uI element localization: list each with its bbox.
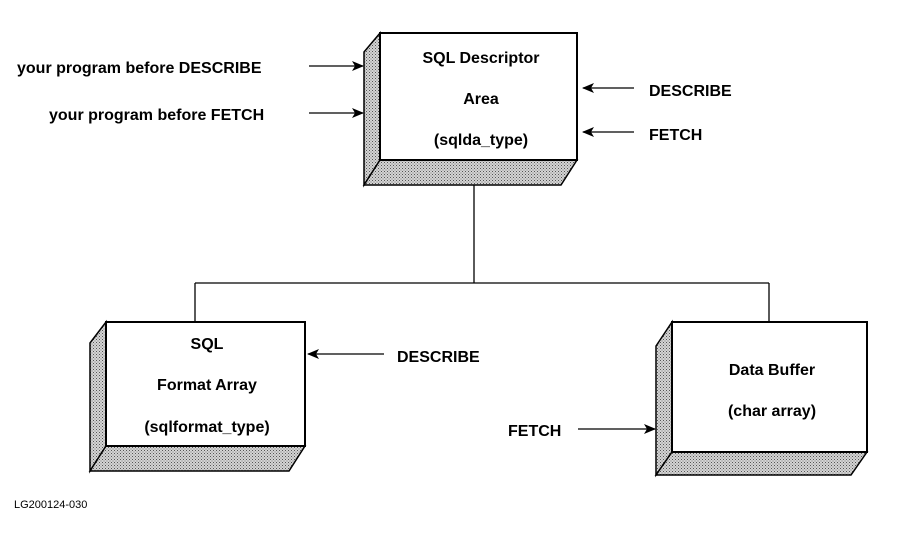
descriptor-box-left-face bbox=[363, 30, 381, 188]
format-box-front bbox=[105, 321, 306, 447]
sql-format-array-box: SQL Format Array (sqlformat_type) bbox=[88, 319, 307, 474]
data-buffer-box: Data Buffer (char array) bbox=[654, 319, 869, 478]
buffer-box-front bbox=[671, 321, 868, 453]
buffer-type: (char array) bbox=[728, 403, 816, 420]
sql-descriptor-area-box: SQL Descriptor Area (sqlda_type) bbox=[362, 30, 579, 188]
label-before-describe: your program before DESCRIBE bbox=[17, 60, 262, 77]
format-type: (sqlformat_type) bbox=[144, 419, 269, 436]
figure-id: LG200124-030 bbox=[14, 499, 87, 511]
label-fetch-buffer: FETCH bbox=[508, 423, 561, 440]
descriptor-box-bottom-face bbox=[362, 159, 579, 186]
format-box-bottom-face bbox=[88, 445, 307, 472]
buffer-box-bottom-face bbox=[654, 451, 869, 476]
label-fetch-top: FETCH bbox=[649, 127, 702, 144]
arrows bbox=[307, 61, 656, 434]
label-describe-top: DESCRIBE bbox=[649, 83, 732, 100]
descriptor-box-front bbox=[379, 32, 578, 161]
format-subtitle: Format Array bbox=[157, 377, 257, 394]
buffer-title: Data Buffer bbox=[729, 362, 815, 379]
descriptor-title: SQL Descriptor bbox=[422, 50, 539, 67]
format-title: SQL bbox=[191, 336, 224, 353]
label-before-fetch: your program before FETCH bbox=[49, 107, 264, 124]
label-describe-format: DESCRIBE bbox=[397, 349, 480, 366]
connector-tree bbox=[194, 185, 770, 322]
buffer-box-left-face bbox=[655, 319, 673, 478]
descriptor-subtitle: Area bbox=[463, 91, 499, 108]
descriptor-type: (sqlda_type) bbox=[434, 132, 528, 149]
